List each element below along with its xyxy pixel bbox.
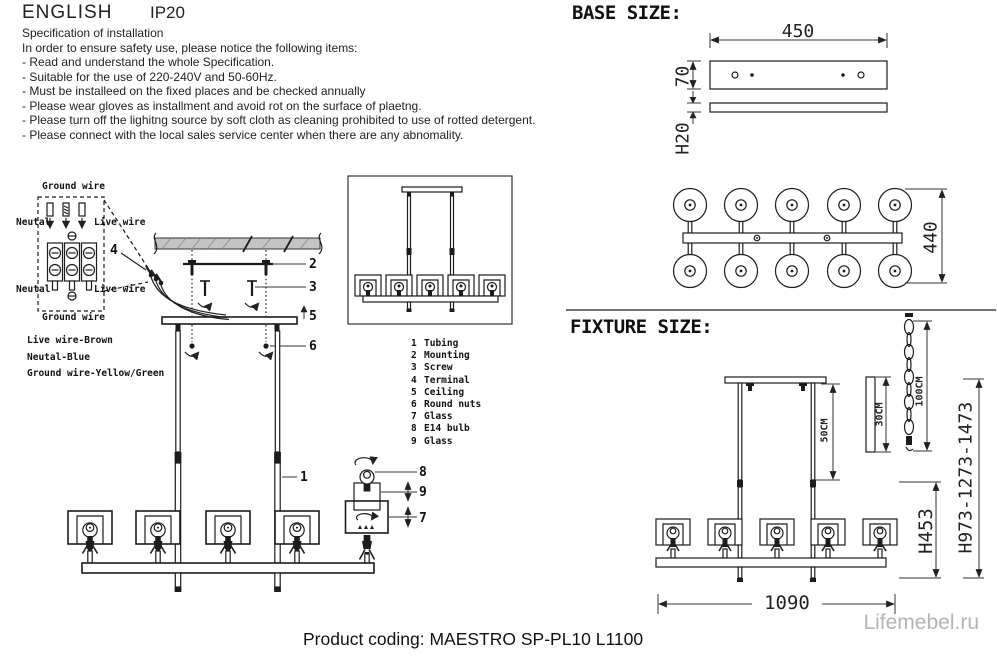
spec-item: - Please connect with the local sales se… (22, 127, 464, 142)
fixture-size-shades (655, 518, 898, 559)
install-diagram (145, 250, 308, 361)
neutral-bottom-label: Neutal (16, 284, 51, 295)
dim-base-depth: 70 (672, 65, 694, 88)
spec-item: - Please turn off the lighitng source by… (22, 113, 536, 127)
spec-intro: In order to ensure safety use, please no… (22, 40, 358, 55)
callout-glass-outer: 7 (419, 511, 427, 526)
exploded-lamp-detail (344, 456, 417, 564)
dim-fixture-length: 1090 (752, 592, 822, 614)
fixture-size-drawing (655, 313, 984, 614)
product-coding: Product coding: MAESTRO SP-PL10 L1100 (303, 629, 644, 649)
watermark: Lifemebel.ru (863, 611, 979, 634)
main-fixture-bar (81, 562, 375, 592)
dim-chain-length: 100CM (914, 376, 926, 407)
dim-overall-height: H973-1273-1473 (955, 401, 977, 554)
base-size-drawing (687, 33, 888, 124)
fixture-size-title: FIXTURE SIZE: (570, 316, 713, 338)
dim-body-height: H453 (915, 508, 937, 554)
callout-terminal: 4 (110, 243, 118, 258)
ceiling-hatch (153, 232, 323, 255)
dim-base-plate-height: H20 (672, 122, 694, 155)
neutral-top-label: Neutal (16, 217, 51, 228)
legend-ground: Ground wire-Yellow/Green (27, 368, 165, 380)
assembled-view-inset (347, 175, 513, 325)
ground-wire-bottom-label: Ground wire (42, 312, 105, 323)
spec-item: - Suitable for the use of 220-240V and 5… (22, 69, 277, 84)
dim-rod-option: 30CM (874, 402, 886, 427)
wiring-terminal-diagram (37, 196, 149, 312)
callout-round-nuts: 6 (309, 339, 317, 354)
main-lamp-shades (67, 510, 320, 564)
legend-neutral: Neutal-Blue (27, 351, 90, 363)
spec-title: Specification of installation (22, 26, 164, 40)
dim-base-width: 450 (781, 21, 815, 42)
inset-shades (354, 274, 506, 297)
fixture-top-view (672, 187, 947, 289)
specification-text: Specification of installation In order t… (22, 26, 535, 142)
spec-item: - Must be installeed on the fixed places… (22, 84, 366, 98)
dim-rod-length: 50CM (819, 418, 831, 443)
ground-wire-top-label: Ground wire (42, 181, 105, 192)
ip-rating-label: IP20 (150, 3, 185, 22)
wire-color-legend: Live wire-Brown Neutal-Blue Ground wire-… (27, 333, 164, 383)
callout-screw: 3 (309, 280, 317, 295)
top-view-lamps (672, 187, 913, 289)
dim-top-view-depth: 440 (920, 221, 942, 254)
live-wire-bottom-label: Live wire (94, 284, 146, 295)
chain-symbol (903, 313, 915, 452)
legend-live: Live wire-Brown (27, 335, 113, 346)
callout-ceiling: 5 (309, 309, 317, 324)
callout-tubing: 1 (300, 470, 308, 485)
spec-item: - Please wear gloves as installment and … (22, 98, 422, 113)
language-label: ENGLISH (22, 2, 113, 23)
base-size-title: BASE SIZE: (572, 2, 682, 24)
spec-item: - Read and understand the whole Specific… (22, 55, 275, 69)
live-wire-top-label: Live wire (94, 217, 146, 228)
callout-glass-inner: 9 (419, 485, 427, 500)
callout-mounting: 2 (309, 257, 317, 272)
callout-bulb: 8 (419, 465, 427, 480)
